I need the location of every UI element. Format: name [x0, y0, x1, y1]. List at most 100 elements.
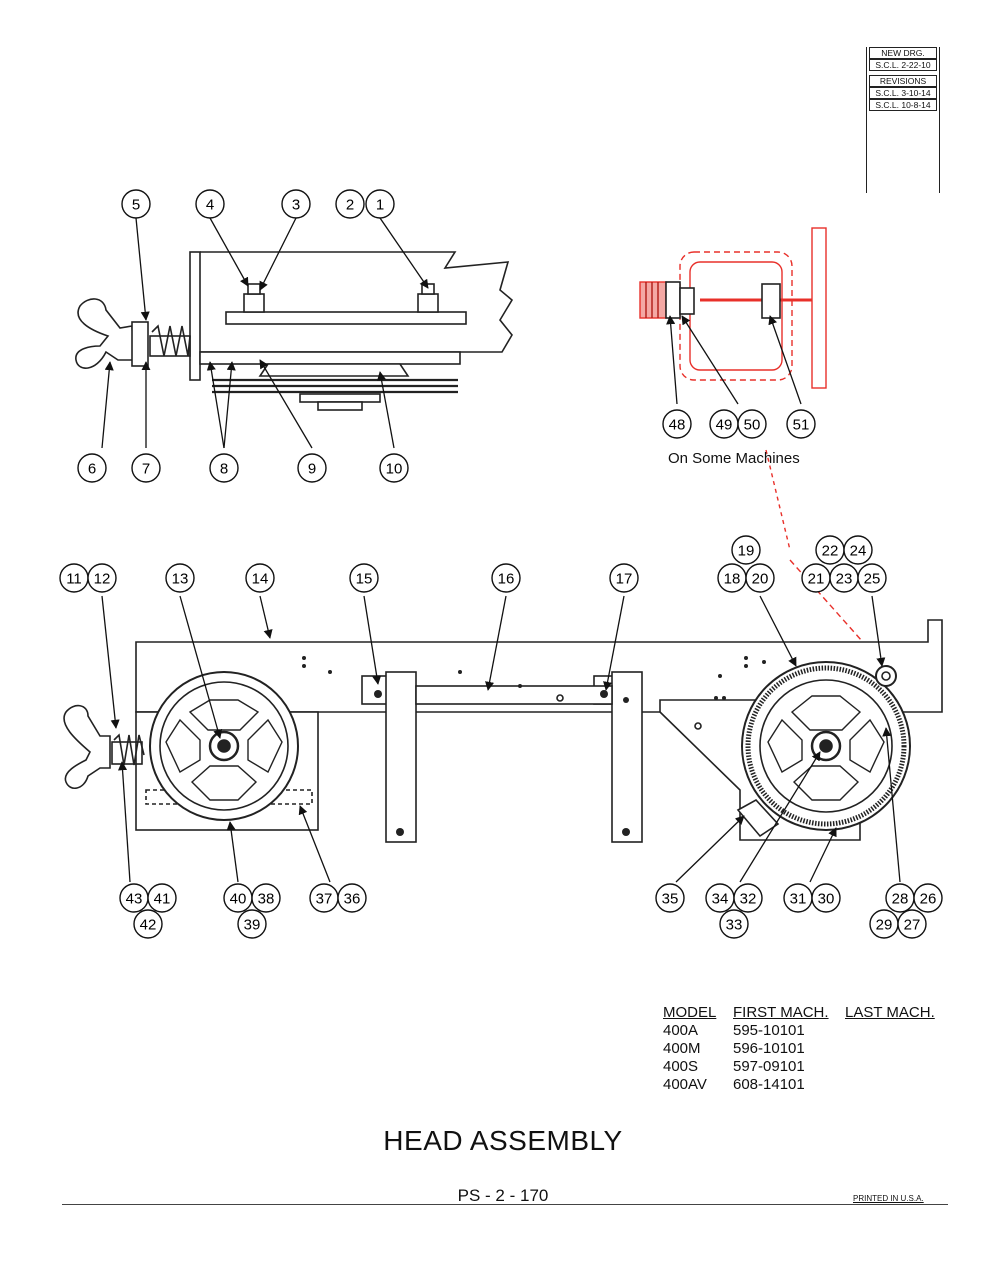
callout-label: 16: [498, 571, 515, 588]
callout-label: 33: [726, 917, 743, 934]
callout-circle: [147, 883, 177, 913]
callout-38: 38: [251, 883, 281, 913]
callout-label: 36: [344, 891, 361, 908]
callout-24: 24: [843, 535, 873, 565]
callout-label: 25: [864, 571, 881, 588]
callout-label: 35: [662, 891, 679, 908]
callout-circle: [731, 535, 761, 565]
callout-33: 33: [719, 909, 749, 939]
callout-36: 36: [337, 883, 367, 913]
callout-circle: [733, 883, 763, 913]
callout-circle: [737, 409, 767, 439]
callout-label: 20: [752, 571, 769, 588]
model-cell: 400AV: [663, 1076, 707, 1093]
callout-12: 12: [87, 563, 117, 593]
callout-circle: [609, 563, 639, 593]
last-mach-cell: [845, 1040, 945, 1058]
model-cell: 400S: [663, 1058, 699, 1075]
callout-label: 42: [140, 917, 157, 934]
callout-label: 48: [669, 417, 686, 434]
callout-label: 31: [790, 891, 807, 908]
callout-label: 49: [716, 417, 733, 434]
first-mach-cell: 608-14101: [733, 1076, 805, 1093]
footer-divider: [62, 1204, 948, 1205]
callout-circle: [491, 563, 521, 593]
callout-2: 2: [335, 189, 365, 219]
callout-label: 26: [920, 891, 937, 908]
table-row: 400S 597-09101: [663, 1058, 945, 1076]
callout-label: 17: [616, 571, 633, 588]
page-number: PS - 2 - 170: [457, 1186, 549, 1205]
callout-label: 39: [244, 917, 261, 934]
callout-16: 16: [491, 563, 521, 593]
callout-13: 13: [165, 563, 195, 593]
callout-35: 35: [655, 883, 685, 913]
model-table-header: MODEL FIRST MACH. LAST MACH.: [663, 1004, 945, 1022]
callout-17: 17: [609, 563, 639, 593]
header-last-mach: LAST MACH.: [845, 1004, 935, 1021]
callout-51: 51: [786, 409, 816, 439]
page-title: HEAD ASSEMBLY: [383, 1125, 623, 1156]
callout-22: 22: [815, 535, 845, 565]
callout-circle: [245, 563, 275, 593]
callout-circle: [281, 189, 311, 219]
printed-in-usa: PRINTED IN U.S.A.: [853, 1194, 924, 1203]
note-on-some-machines: On Some Machines: [668, 450, 800, 467]
callout-label: 21: [808, 571, 825, 588]
rev-revisions-label: REVISIONS: [869, 75, 937, 87]
callout-circle: [131, 453, 161, 483]
callout-label: 43: [126, 891, 143, 908]
first-mach-cell: 597-09101: [733, 1058, 805, 1075]
callout-label: 8: [220, 461, 228, 478]
last-mach-cell: [845, 1058, 945, 1076]
callout-14: 14: [245, 563, 275, 593]
callout-label: 5: [132, 197, 140, 214]
callout-label: 51: [793, 417, 810, 434]
callout-label: 14: [252, 571, 269, 588]
callout-7: 7: [131, 453, 161, 483]
callout-11: 11: [59, 563, 89, 593]
callout-8: 8: [209, 453, 239, 483]
callout-25: 25: [857, 563, 887, 593]
callout-26: 26: [913, 883, 943, 913]
callout-label: 3: [292, 197, 300, 214]
callout-49: 49: [709, 409, 739, 439]
last-mach-cell: [845, 1076, 945, 1094]
table-row: 400A 595-10101: [663, 1022, 945, 1040]
callout-circle: [251, 883, 281, 913]
callout-label: 9: [308, 461, 316, 478]
callout-label: 10: [386, 461, 403, 478]
model-cell: 400A: [663, 1022, 699, 1039]
callout-circle: [365, 189, 395, 219]
callout-circle: [121, 189, 151, 219]
callout-3: 3: [281, 189, 311, 219]
callout-label: 34: [712, 891, 729, 908]
callout-label: 1: [376, 197, 384, 214]
callout-circle: [719, 909, 749, 939]
callout-circle: [87, 563, 117, 593]
leader-lines: [101, 217, 901, 883]
first-mach-cell: 595-10101: [733, 1022, 805, 1039]
callout-label: 18: [724, 571, 741, 588]
callout-6: 6: [77, 453, 107, 483]
callout-label: 32: [740, 891, 757, 908]
first-mach-cell: 596-10101: [733, 1040, 805, 1057]
callout-29: 29: [869, 909, 899, 939]
callout-label: 19: [738, 543, 755, 560]
callout-circle: [335, 189, 365, 219]
revision-block: NEW DRG. S.C.L. 2-22-10 REVISIONS S.C.L.…: [866, 47, 940, 193]
header-first-mach: FIRST MACH.: [733, 1004, 829, 1021]
callout-32: 32: [733, 883, 763, 913]
callout-circle: [165, 563, 195, 593]
callout-41: 41: [147, 883, 177, 913]
callout-circle: [133, 909, 163, 939]
rev-new-drg-label: NEW DRG.: [869, 47, 937, 59]
callout-50: 50: [737, 409, 767, 439]
callout-18: 18: [717, 563, 747, 593]
callout-label: 2: [346, 197, 354, 214]
callout-39: 39: [237, 909, 267, 939]
callout-42: 42: [133, 909, 163, 939]
callout-9: 9: [297, 453, 327, 483]
callout-label: 11: [66, 571, 82, 588]
